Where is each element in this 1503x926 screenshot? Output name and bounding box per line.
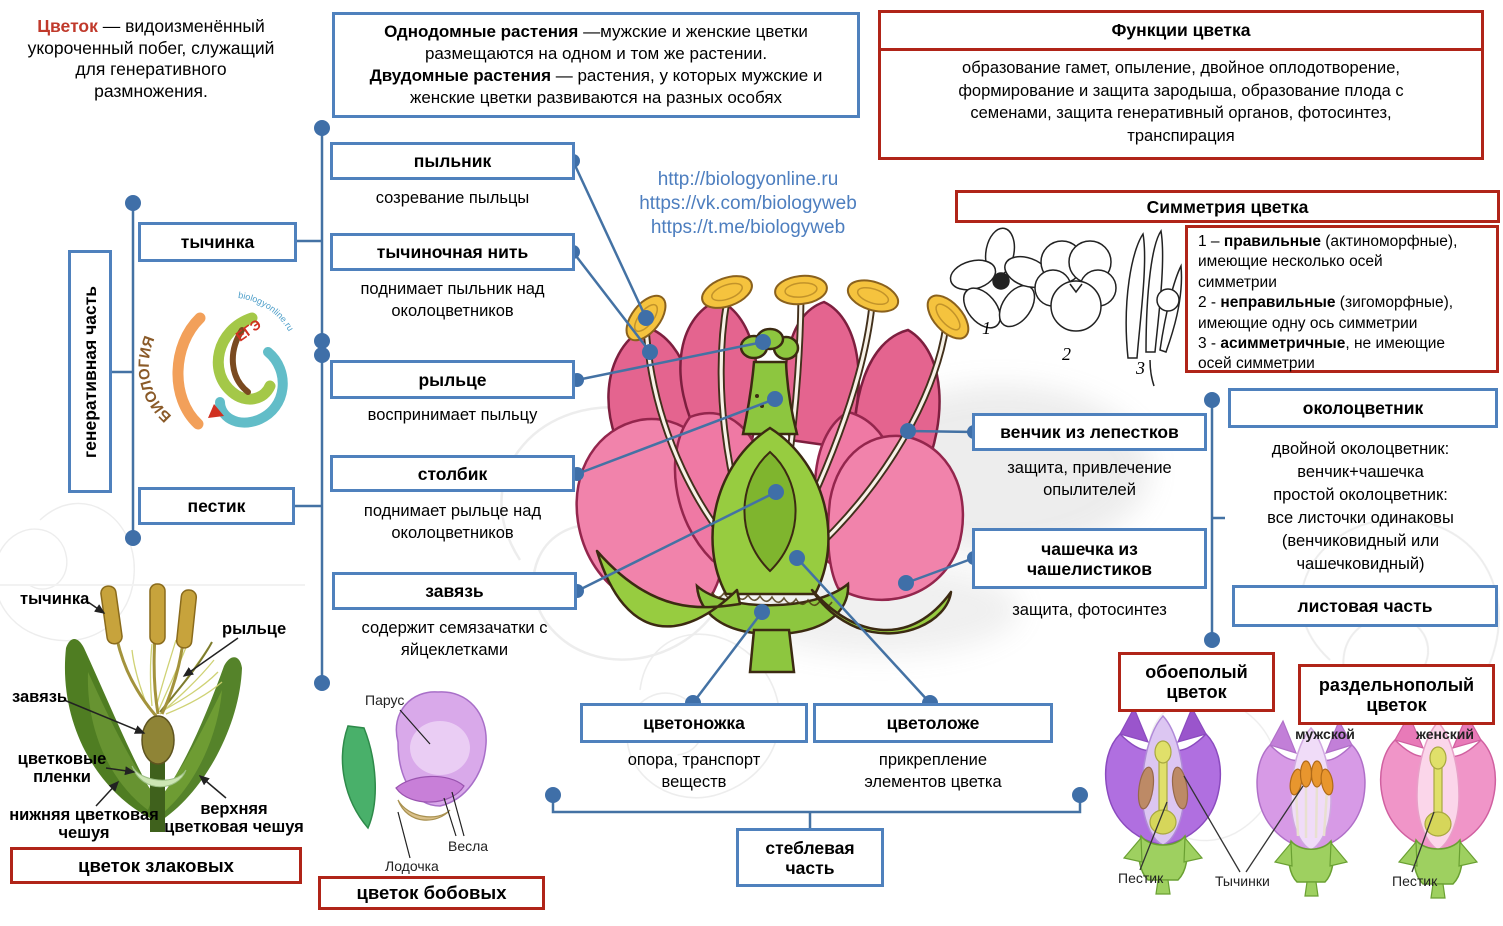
grass-scales-label: цветковые пленки	[17, 750, 107, 786]
link-telegram[interactable]: https://t.me/biologyweb	[650, 217, 846, 238]
pistil-box: пестик	[138, 487, 295, 525]
female-flower-illustration	[1379, 713, 1497, 899]
definition-term: Цветок	[37, 16, 98, 36]
anther-box: пыльник	[330, 142, 575, 180]
anther-caption: созревание пыльцы	[375, 189, 530, 207]
grass-stigma-label: рыльце	[222, 620, 287, 638]
functions-body: образование гамет, опыление, двойное опл…	[958, 59, 1404, 145]
calyx-caption: защита, фотосинтез	[1012, 601, 1167, 619]
legume-keel-label: Лодочка	[385, 858, 439, 874]
ovary-box: завязь	[332, 572, 577, 610]
flower-functions-box: Функции цветка образование гамет, опылен…	[878, 10, 1484, 160]
grass-flower-illustration	[63, 583, 242, 832]
logo-title: БИОЛОГИЯ	[136, 334, 175, 425]
female-label: женский	[1416, 726, 1474, 742]
bisexual-flower-box: обоеполый цветок	[1118, 652, 1275, 712]
generative-part-box: генеративная часть	[68, 250, 112, 493]
male-label: мужской	[1295, 726, 1355, 742]
receptacle-box: цветоложе	[813, 703, 1053, 743]
stamens-pointer-label: Тычинки	[1215, 873, 1270, 889]
connector-lines	[111, 128, 1225, 828]
grass-flower-box: цветок злаковых	[10, 847, 302, 884]
symmetry-sketches	[949, 227, 1183, 387]
symmetry-item: 3 - асимметричные, не имеющие осей симме…	[1198, 335, 1446, 373]
link-site[interactable]: http://biologyonline.ru	[657, 169, 839, 190]
bell-flower-pointer-lines	[1139, 775, 1435, 873]
link-vk[interactable]: https://vk.com/biologyweb	[639, 193, 857, 214]
leaf-part-box: листовая часть	[1232, 585, 1498, 627]
grass-ovary-label: завязь	[12, 688, 68, 706]
symmetry-text-box: 1 – правильные (актиноморфные), имеющие …	[1185, 225, 1499, 373]
grass-lower-palea-label: нижняя цветковая чешуя	[9, 806, 159, 842]
pedicel-box: цветоножка	[580, 703, 808, 743]
monoecious-dioecious-box: Однодомные растения —мужские и женские ц…	[332, 12, 860, 118]
flower-definition: Цветок — видоизменённый укороченный побе…	[27, 16, 275, 101]
pistil-pointer-label-1: Пестик	[1118, 870, 1164, 886]
pedicel-caption: опора, транспорт веществ	[627, 751, 761, 791]
perianth-caption: двойной околоцветник: венчик+чашечка про…	[1267, 440, 1454, 573]
unisexual-flower-box: раздельнополый цветок	[1298, 664, 1495, 725]
symmetry-item: 1 – правильные (актиноморфные), имеющие …	[1198, 233, 1458, 291]
legume-flower-illustration	[341, 691, 487, 859]
perianth-box: околоцветник	[1228, 388, 1498, 428]
legume-flower-box: цветок бобовых	[318, 876, 545, 910]
generative-part-label: генеративная часть	[79, 285, 100, 458]
corolla-box: венчик из лепестков	[972, 413, 1207, 451]
filament-box: тычиночная нить	[330, 233, 575, 271]
legume-banner-label: Парус	[365, 692, 405, 708]
symmetry-item: 2 - неправильные (зигоморфные), имеющие …	[1198, 294, 1454, 332]
flower-cross-section-illustration	[575, 274, 970, 674]
stamen-box: тычинка	[138, 222, 297, 262]
grass-stamen-label: тычинка	[20, 590, 90, 608]
links-block: http://biologyonline.ru https://vk.com/b…	[598, 168, 898, 240]
stigma-box: рыльце	[330, 360, 575, 399]
bisexual-flower-illustration	[1104, 706, 1222, 895]
symmetry-title-box: Симметрия цветка	[955, 190, 1500, 223]
svg-text:БИОЛОГИЯ: БИОЛОГИЯ	[136, 334, 175, 425]
filament-caption: поднимает пыльник над околоцветников	[360, 280, 545, 320]
calyx-box: чашечка из чашелистиков	[972, 528, 1207, 589]
corolla-caption: защита, привлечение опылителей	[1007, 459, 1172, 499]
figure-number-1: 1	[982, 318, 991, 338]
figure-number-3: 3	[1136, 358, 1145, 378]
legume-wings-label: Весла	[448, 838, 489, 854]
ovary-caption: содержит семязачатки с яйцеклетками	[361, 619, 548, 659]
functions-title: Функции цветка	[881, 13, 1481, 51]
receptacle-caption: прикрепление элементов цветка	[864, 751, 1002, 791]
stem-part-box: стеблевая часть	[736, 828, 884, 887]
figure-number-2: 2	[1062, 344, 1071, 364]
biology-ege-logo: БИОЛОГИЯ biologyonline.ru ЕГЭ	[136, 290, 296, 430]
style-box: столбик	[330, 455, 575, 492]
grass-upper-palea-label: верхняя цветковая чешуя	[164, 800, 304, 836]
male-flower-illustration	[1256, 719, 1366, 897]
stigma-caption: воспринимает пыльцу	[367, 406, 538, 424]
style-caption: поднимает рыльце над околоцветников	[363, 502, 542, 542]
pistil-pointer-label-2: Пестик	[1392, 873, 1438, 889]
